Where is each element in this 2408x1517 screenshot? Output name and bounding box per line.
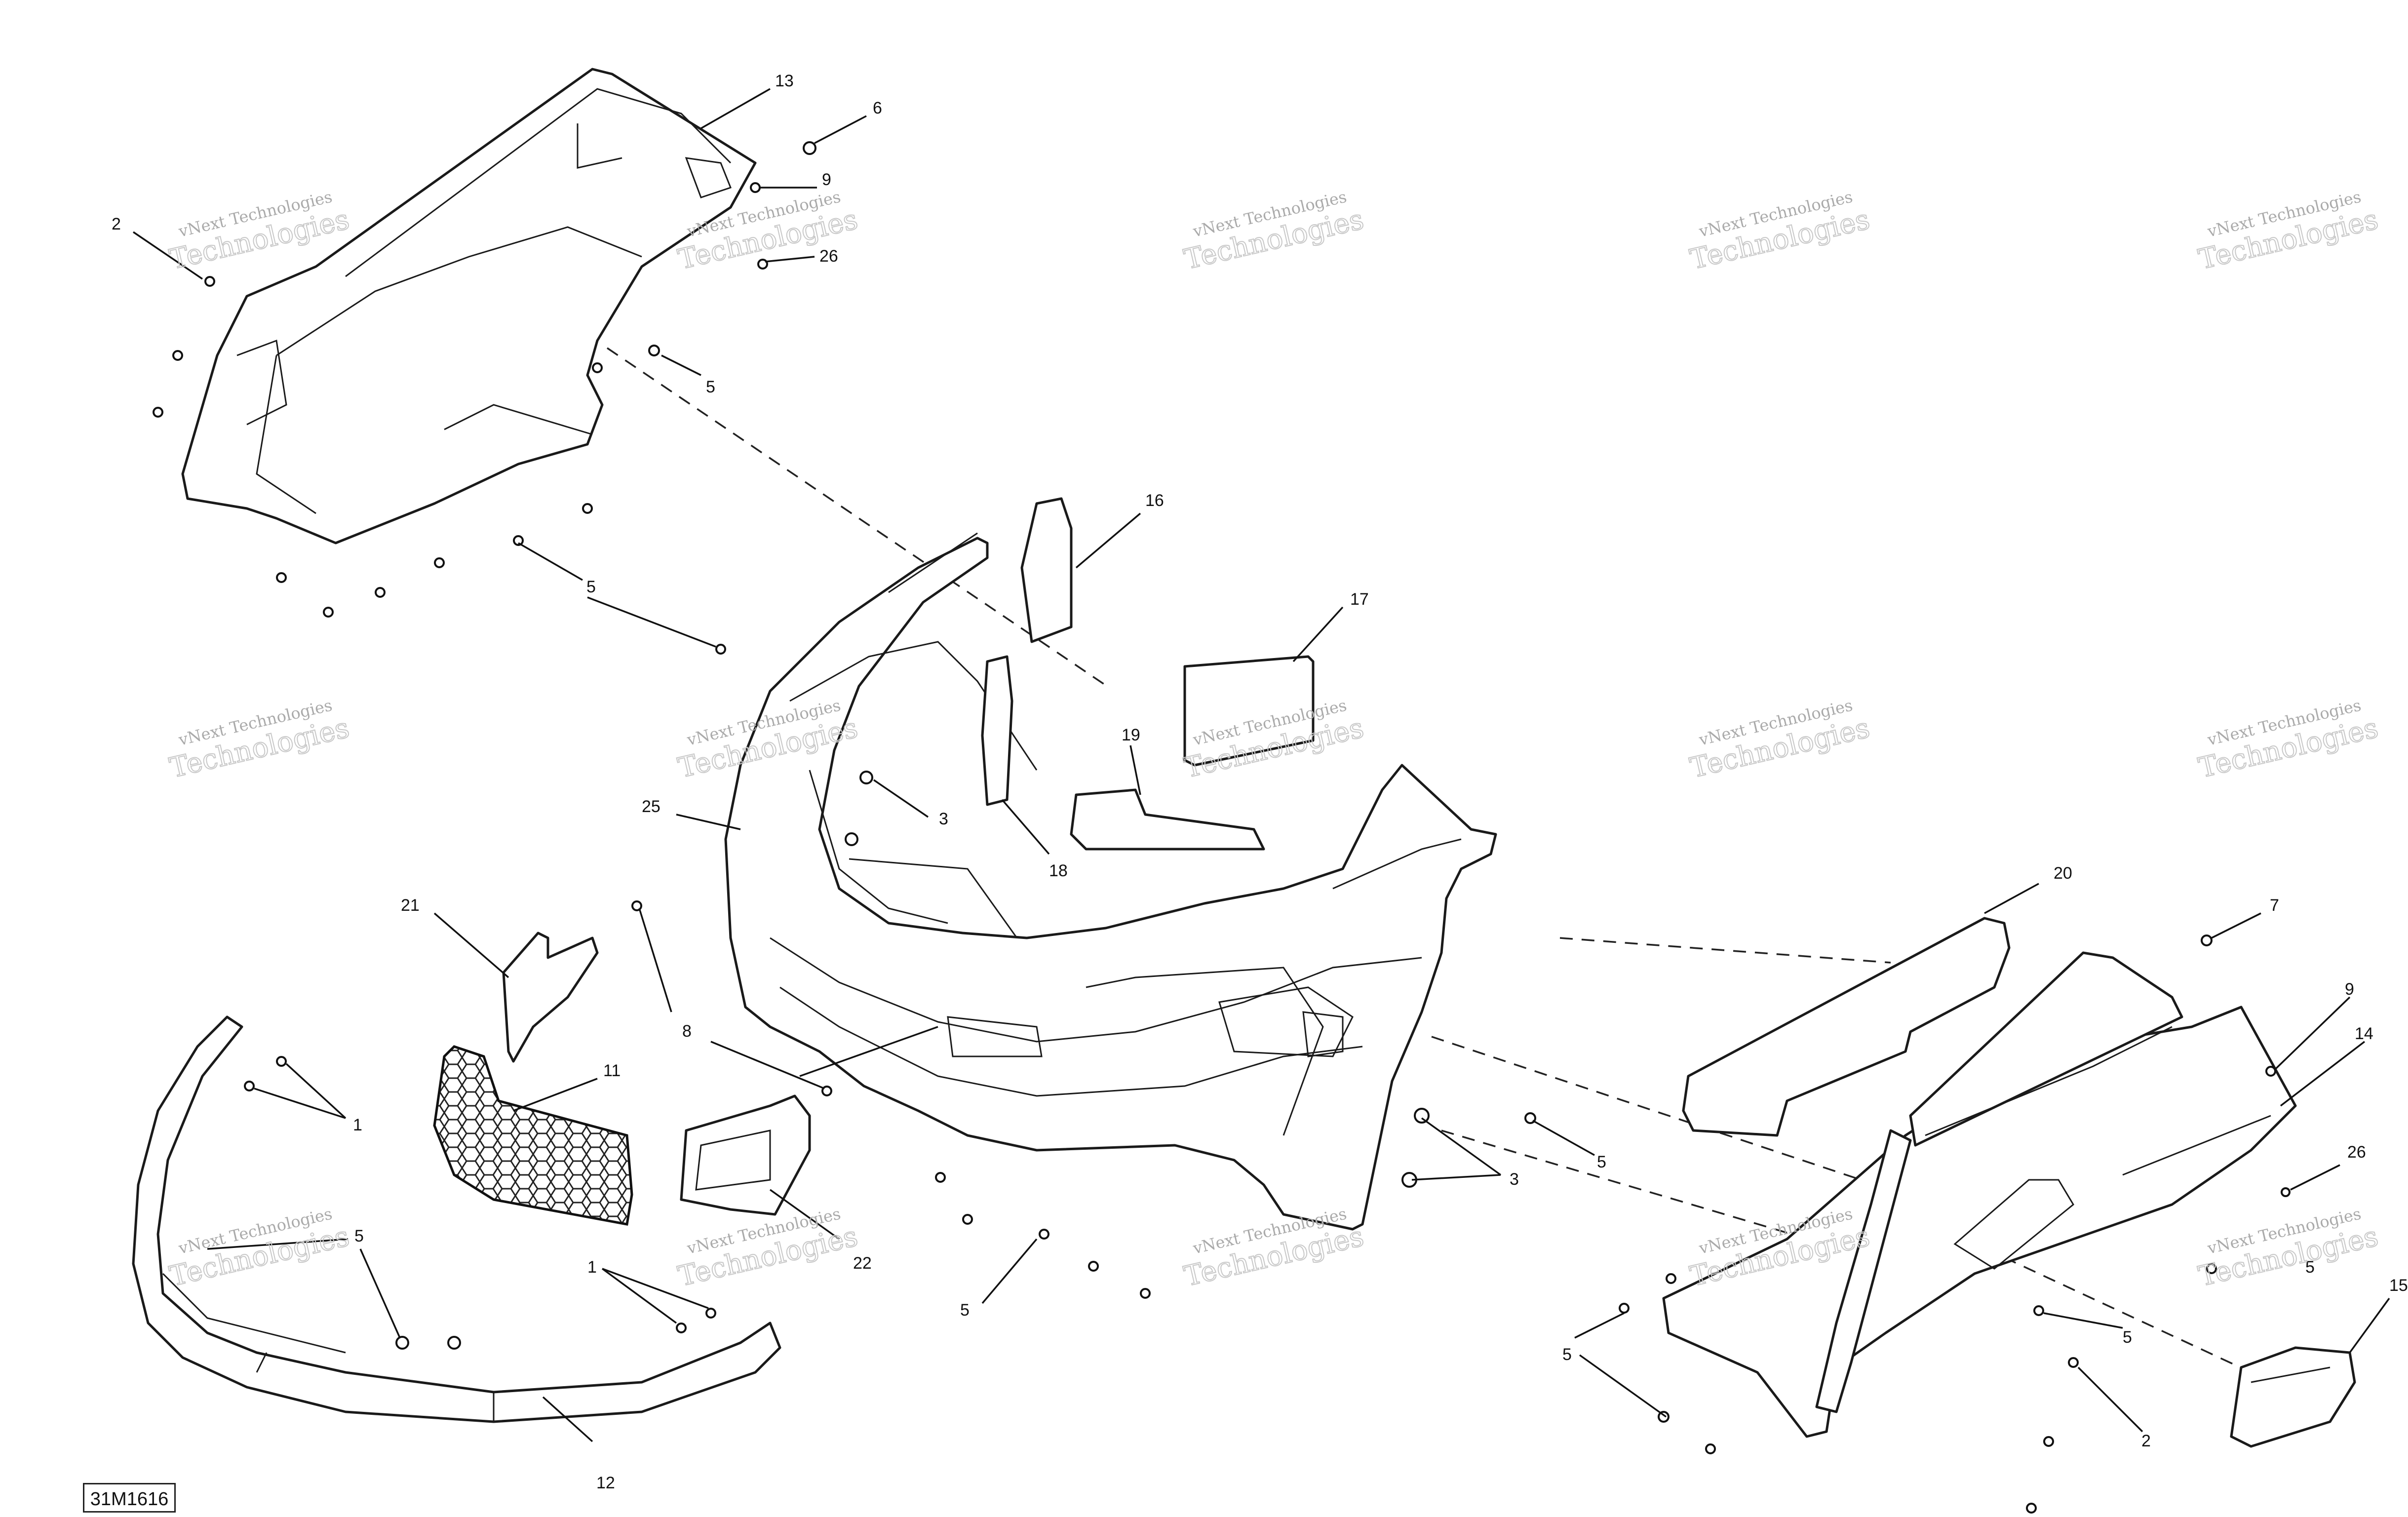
part-19-foam	[1070, 788, 1265, 851]
callout-5: 5	[2123, 1328, 2132, 1347]
callout-9: 9	[2345, 980, 2354, 999]
callout-15: 15	[2389, 1276, 2408, 1295]
callout-20: 20	[2054, 864, 2072, 883]
part-22-duct	[680, 1094, 811, 1216]
callout-6: 6	[873, 99, 882, 117]
diagram-reference-code: 31M1616	[83, 1483, 176, 1513]
hardware	[153, 141, 2291, 1514]
leader-lines	[133, 88, 2390, 1442]
callout-5: 5	[1597, 1153, 1606, 1171]
part-11-grille	[433, 1045, 633, 1226]
callout-14: 14	[2355, 1024, 2373, 1043]
callout-18: 18	[1049, 861, 1068, 880]
part-25-front-bumper	[724, 532, 1497, 1231]
callout-5: 5	[1562, 1345, 1572, 1364]
callout-5: 5	[960, 1301, 970, 1320]
part-16-foam	[1020, 497, 1073, 643]
part-20-foam-bar	[1682, 917, 2011, 1137]
callout-26: 26	[819, 247, 838, 266]
part-18-foam	[981, 655, 1013, 806]
part-15-cap	[2230, 1346, 2356, 1448]
callout-labels: 13 6 9 26 5 5 2 16 17 19 18 25 3 21 8 11…	[112, 72, 2408, 1492]
callout-9: 9	[822, 170, 831, 189]
part-14-side-bracket	[1662, 951, 2297, 1438]
callout-3: 3	[939, 810, 948, 828]
part-21-bracket	[502, 932, 599, 1063]
callout-19: 19	[1122, 726, 1140, 744]
callout-16: 16	[1145, 491, 1164, 510]
callout-12: 12	[596, 1474, 615, 1492]
callout-5: 5	[586, 578, 596, 596]
callout-22: 22	[853, 1254, 872, 1273]
callout-26: 26	[2347, 1143, 2366, 1162]
callout-5: 5	[706, 378, 715, 396]
callout-2: 2	[2141, 1432, 2151, 1450]
callout-5: 5	[2305, 1258, 2315, 1277]
callout-7: 7	[2270, 896, 2279, 915]
part-12-bumper-bar	[132, 1015, 781, 1423]
part-17-foam	[1183, 655, 1315, 767]
callout-25: 25	[642, 797, 660, 816]
part-13-upper-bezel	[181, 68, 757, 545]
callout-11: 11	[603, 1061, 621, 1080]
callout-1: 1	[587, 1258, 597, 1277]
callout-8: 8	[682, 1022, 692, 1041]
foam-pieces	[981, 497, 1315, 851]
callout-13: 13	[775, 72, 794, 90]
callout-17: 17	[1350, 590, 1369, 609]
callout-5: 5	[354, 1227, 364, 1245]
callout-1: 1	[353, 1116, 362, 1134]
callout-21: 21	[401, 896, 420, 915]
callout-3: 3	[1510, 1170, 1519, 1189]
callout-2: 2	[112, 215, 121, 233]
